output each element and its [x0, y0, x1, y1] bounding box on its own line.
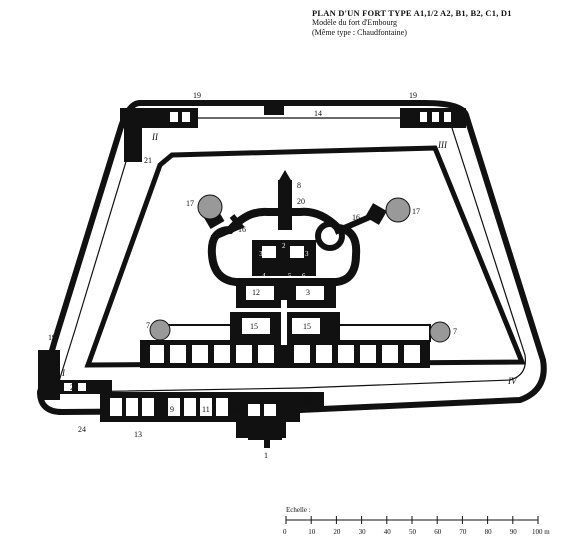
label-21: 21	[144, 156, 152, 165]
scale-tick-label: 20	[333, 528, 341, 536]
title-block: PLAN D'UN FORT TYPE A1,1/2 A2, B1, B2, C…	[312, 8, 562, 38]
scale-tick-label: 70	[459, 528, 467, 536]
salient-iii: III	[437, 140, 448, 150]
label-7-right: 7	[453, 327, 457, 336]
label-23: 23	[70, 383, 78, 392]
gorge-front	[100, 392, 324, 448]
label-19-top-right: 19	[409, 91, 417, 100]
label-3-a: 3	[259, 250, 263, 258]
label-4: 4	[262, 272, 266, 280]
hatched-turret-left	[149, 319, 171, 341]
corner-work-i	[38, 350, 112, 400]
central-massif	[140, 170, 431, 368]
label-16-right: 16	[352, 213, 360, 222]
label-19-left: 19	[48, 333, 56, 342]
label-10: 10	[234, 405, 242, 414]
scale-bar: Echelle : 0 10 20 30 40 50 60 70 80 90 100 m	[283, 506, 550, 536]
plan-note: (Même type : Chaudfontaine)	[312, 28, 407, 37]
label-15-b: 15	[303, 322, 311, 331]
label-20: 20	[297, 197, 305, 206]
scale-tick-label: 40	[384, 528, 392, 536]
label-9: 9	[170, 405, 174, 414]
scale-tick-label: 60	[434, 528, 442, 536]
label-24: 24	[78, 425, 86, 434]
gorge-casemate-top	[264, 105, 284, 115]
label-5: 5	[288, 272, 292, 280]
label-11: 11	[202, 405, 210, 414]
label-8: 8	[297, 181, 301, 190]
label-7-left: 7	[146, 321, 150, 330]
scale-tick-label: 100 m	[532, 528, 550, 536]
label-15-a: 15	[250, 322, 258, 331]
label-2: 2	[282, 242, 286, 250]
label-3-c: 3	[306, 288, 310, 297]
label-18: 18	[304, 395, 312, 404]
left-arm	[197, 194, 245, 241]
scale-tick-label: 30	[359, 528, 367, 536]
label-17-left: 17	[186, 199, 194, 208]
plan-title: PLAN D'UN FORT TYPE A1,1/2 A2, B1, B2, C…	[312, 8, 512, 18]
scale-tick-label: 10	[308, 528, 316, 536]
label-14: 14	[314, 109, 322, 118]
right-arm	[315, 197, 411, 251]
label-13: 13	[134, 430, 142, 439]
label-12-a: 12	[252, 288, 260, 297]
scale-label: Echelle :	[286, 506, 311, 514]
scale-tick-label: 90	[510, 528, 518, 536]
label-17-right: 17	[412, 207, 420, 216]
label-19-top-left: 19	[193, 91, 201, 100]
hatched-turret-right	[429, 321, 451, 343]
scale-tick-label: 80	[485, 528, 493, 536]
label-6: 6	[302, 272, 306, 280]
scale-tick-label: 50	[409, 528, 417, 536]
label-16-left: 16	[238, 225, 246, 234]
label-1: 1	[264, 451, 268, 460]
label-3-b: 3	[305, 250, 309, 258]
salient-ii: II	[151, 132, 159, 142]
label-12-b: 12	[252, 301, 260, 310]
plan-subtitle: Modèle du fort d'Embourg	[312, 18, 398, 27]
salient-i: I	[61, 368, 66, 378]
scale-tick-label: 0	[283, 528, 287, 536]
corner-work-iii	[400, 108, 466, 128]
corner-work-ii	[120, 108, 198, 162]
salient-iv: IV	[507, 376, 518, 386]
